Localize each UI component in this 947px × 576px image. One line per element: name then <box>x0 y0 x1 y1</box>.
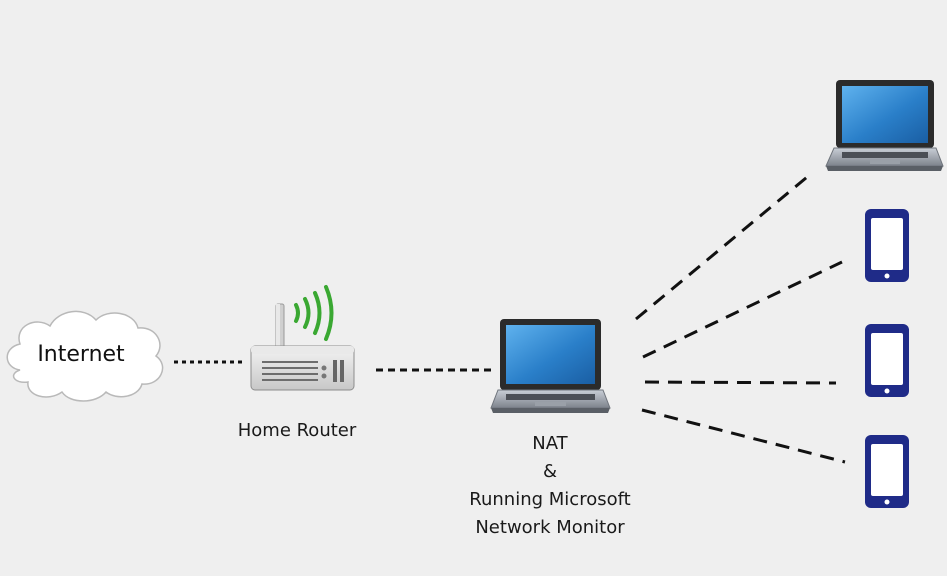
link-nat-phone-1 <box>642 260 843 359</box>
smartphone-icon-1 <box>865 209 909 282</box>
cloud-icon <box>6 310 164 402</box>
nat-laptop-icon <box>490 319 611 413</box>
link-nat-phone-2 <box>644 380 837 385</box>
client-laptop-icon <box>825 80 944 171</box>
wifi-signal-icon <box>294 285 334 341</box>
internet-label: Internet <box>37 342 125 367</box>
nat-label-line-2: & <box>542 461 558 482</box>
nat-label-line-1: NAT <box>532 433 568 454</box>
router-label: Home Router <box>237 420 357 441</box>
link-nat-phone-3 <box>641 408 846 464</box>
smartphone-icon-3 <box>865 435 909 508</box>
link-nat-laptop <box>635 171 813 321</box>
router-icon <box>250 303 355 391</box>
nat-label-line-3: Running Microsoft <box>469 489 631 510</box>
smartphone-icon-2 <box>865 324 909 397</box>
nat-label-line-4: Network Monitor <box>475 517 625 538</box>
nat-label: NAT & Running Microsoft Network Monitor <box>440 430 660 542</box>
